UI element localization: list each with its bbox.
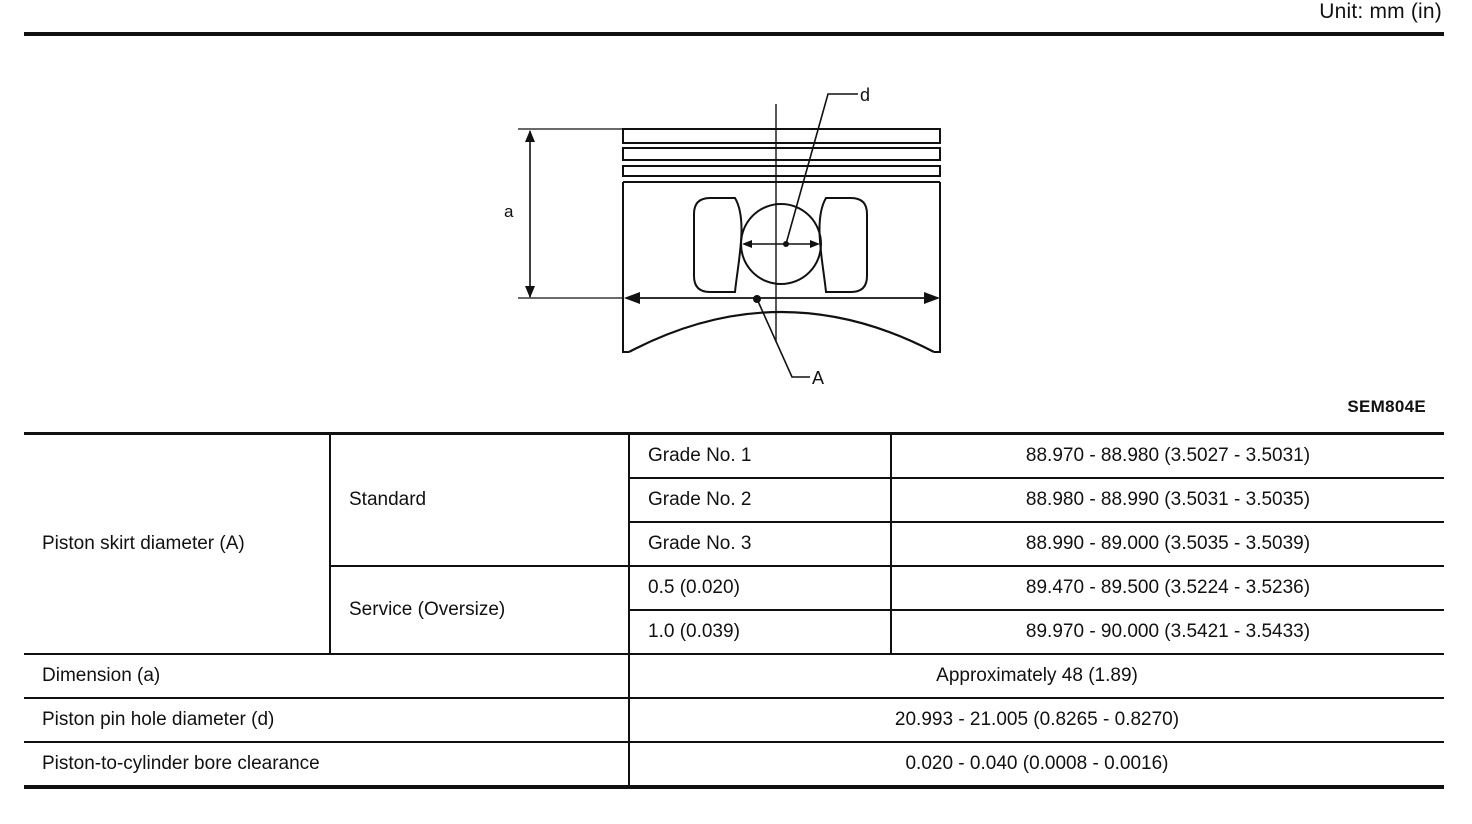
pin-boss-outline [693,197,743,293]
dimension-a-label: Dimension (a) [24,653,630,699]
table-row: Dimension (a) Approximately 48 (1.89) [24,653,1444,699]
grade-cell: Grade No. 2 [628,477,892,523]
grade-cell: 0.5 (0.020) [628,565,892,611]
piston-diagram: d a A [504,85,941,388]
service-oversize-label: Service (Oversize) [329,565,630,655]
value-cell: 88.990 - 89.000 (3.5035 - 3.5039) [890,521,1444,567]
A-leader [756,298,810,378]
table-row: Piston pin hole diameter (d) 20.993 - 21… [24,697,1444,743]
clearance-value: 0.020 - 0.040 (0.0008 - 0.0016) [628,741,1444,789]
dimension-a-value: Approximately 48 (1.89) [628,653,1444,699]
figure-code: SEM804E [1347,397,1426,416]
d-leader [785,93,858,245]
grade-cell: 1.0 (0.039) [628,609,892,655]
pin-hole-value: 20.993 - 21.005 (0.8265 - 0.8270) [628,697,1444,743]
value-cell: 89.470 - 89.500 (3.5224 - 3.5236) [890,565,1444,611]
table-row: Service (Oversize) 0.5 (0.020) 89.470 - … [24,565,1444,655]
table-row: Grade No. 2 88.980 - 88.990 (3.5031 - 3.… [24,477,1444,523]
label-a: a [504,202,514,221]
value-cell: 88.970 - 88.980 (3.5027 - 3.5031) [890,432,1444,479]
table-row: 1.0 (0.039) 89.970 - 90.000 (3.5421 - 3.… [24,609,1444,655]
label-d: d [860,85,870,105]
grade-cell: Grade No. 1 [628,432,892,479]
skirt-arc [628,311,935,353]
value-cell: 89.970 - 90.000 (3.5421 - 3.5433) [890,609,1444,655]
grade-cell: Grade No. 3 [628,521,892,567]
skirt-diameter-label: Piston skirt diameter (A) [24,432,331,655]
piston-body-outline [622,181,941,353]
table-row: Grade No. 3 88.990 - 89.000 (3.5035 - 3.… [24,521,1444,567]
standard-label: Standard [329,432,630,567]
pin-hole-label: Piston pin hole diameter (d) [24,697,630,743]
table-row: Piston-to-cylinder bore clearance 0.020 … [24,741,1444,789]
pin-hole [740,203,822,285]
clearance-label: Piston-to-cylinder bore clearance [24,741,630,789]
pin-boss-outline-right [818,197,868,293]
table-row: Piston skirt diameter (A) Standard Grade… [24,432,1444,655]
ring-land-third [622,165,941,177]
top-rule [24,32,1444,36]
unit-label: Unit: mm (in) [1319,0,1442,23]
ring-land-second [622,147,941,161]
label-A: A [812,368,824,388]
ring-land-top [622,128,941,144]
value-cell: 88.980 - 88.990 (3.5031 - 3.5035) [890,477,1444,523]
piston-spec-table: Piston skirt diameter (A) Standard Grade… [24,432,1444,789]
